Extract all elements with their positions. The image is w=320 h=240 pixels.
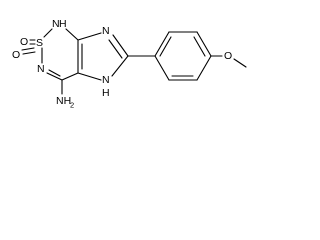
atom-oxygen-left: O (20, 36, 28, 48)
bond-s-o-bottom-a (21, 47, 35, 51)
bond-c3a-c4 (61, 72, 79, 81)
atom-labels: N H S O O N N N H NH 2 O (12, 18, 232, 110)
chemical-structure: N H S O O N N N H NH 2 O (12, 18, 247, 110)
bond-c4-n-double (48, 69, 61, 77)
bond-c4-n (46, 72, 63, 81)
atom-amino-subscript: 2 (70, 101, 74, 110)
atom-oxygen-bottom: O (12, 49, 20, 61)
atom-h-bottom: H (102, 87, 110, 99)
atom-n-imidazole: N (102, 25, 110, 37)
bond-n-c2 (112, 34, 129, 57)
bond-ph-double-a (159, 36, 172, 57)
bond-c7a-n (77, 32, 102, 41)
atom-amino: NH (56, 95, 71, 107)
bond-n-c2-double (108, 39, 123, 59)
bond-ph-3-4 (196, 31, 212, 57)
bond-ph-double-b (193, 36, 206, 57)
atom-oxygen-methoxy: O (224, 50, 232, 62)
atom-sulfur: S (36, 37, 43, 49)
bond-ph-1-2 (154, 31, 170, 57)
bond-s-o-bottom-b (22, 51, 36, 55)
atom-h-top: H (59, 18, 67, 30)
bonds (21, 28, 247, 95)
bond-nh-c3a (77, 72, 102, 81)
bond-ph-4-5 (196, 55, 212, 81)
bond-ph-6-1 (154, 55, 170, 81)
atom-n-h-bottom: N (102, 74, 110, 86)
bond-o-ch3 (233, 58, 247, 68)
atom-n-h-top: N (52, 18, 60, 30)
bond-c2-nh (111, 55, 129, 77)
atom-n-left: N (37, 63, 45, 75)
bond-nh-c7a (65, 28, 79, 41)
bond-s-nh (43, 28, 53, 38)
